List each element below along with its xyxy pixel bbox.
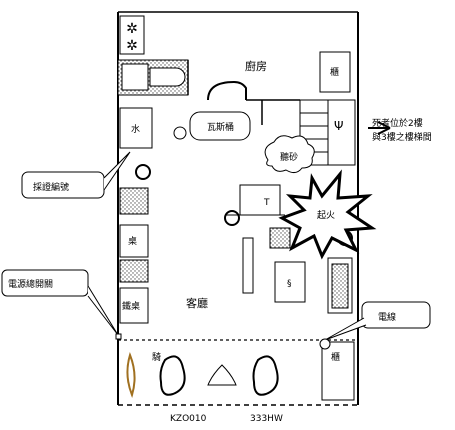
camera-callout: 採證編號 bbox=[21, 151, 131, 199]
tree-label: 聽砂 bbox=[280, 151, 298, 163]
explosion-icon: 起火 bbox=[278, 169, 377, 260]
right-furniture: 櫃 bbox=[321, 257, 355, 401]
bathroom bbox=[117, 59, 189, 96]
bottom-label-right: 333HW bbox=[250, 414, 283, 424]
cabinet-top-label: 櫃 bbox=[330, 66, 339, 78]
t-label: T bbox=[263, 198, 270, 208]
camera-label: 採證編號 bbox=[33, 181, 69, 193]
sink: 水 bbox=[119, 107, 153, 149]
top-cabinet: 櫃 bbox=[319, 51, 351, 93]
power-switch-callout: 電源總開關 bbox=[1, 269, 122, 340]
living-room-label: 客廳 bbox=[186, 296, 208, 310]
gas-stove: 瓦斯桶 bbox=[173, 111, 251, 141]
cabinet-bottom-label: 櫃 bbox=[331, 351, 340, 363]
fan-icon: ✲ ✲ bbox=[119, 15, 145, 55]
svg-text:§: § bbox=[287, 279, 292, 289]
svg-text:✲: ✲ bbox=[126, 38, 138, 54]
sofa-set: T § bbox=[225, 184, 306, 303]
gas-stove-label: 瓦斯桶 bbox=[207, 121, 234, 133]
door-arc bbox=[207, 80, 300, 125]
deceased-text-2: 與3樓之樓梯間 bbox=[372, 131, 432, 143]
deceased-callout: 死者位於2樓 與3樓之樓梯間 bbox=[368, 117, 432, 143]
table-label: 桌 bbox=[128, 235, 137, 247]
tree: 聽砂 bbox=[264, 135, 315, 174]
wire-callout: 電線 bbox=[319, 301, 431, 350]
explosion-label: 起火 bbox=[317, 210, 335, 221]
water-label: 水 bbox=[131, 123, 140, 135]
left-furniture: 桌 鐵桌 bbox=[119, 187, 149, 324]
kitchen-label: 廚房 bbox=[245, 59, 267, 73]
svg-text:✲: ✲ bbox=[126, 21, 138, 37]
iron-table-label: 鐵桌 bbox=[122, 300, 140, 312]
ride-label: 騎 bbox=[152, 351, 161, 363]
svg-text:Ψ: Ψ bbox=[334, 119, 343, 133]
motorcycles: 騎 bbox=[126, 351, 279, 399]
wire-label: 電線 bbox=[378, 311, 396, 323]
bottom-label-left: KZO010 bbox=[170, 414, 207, 424]
deceased-text-1: 死者位於2樓 bbox=[372, 117, 423, 129]
power-switch-label: 電源總開關 bbox=[8, 278, 53, 290]
